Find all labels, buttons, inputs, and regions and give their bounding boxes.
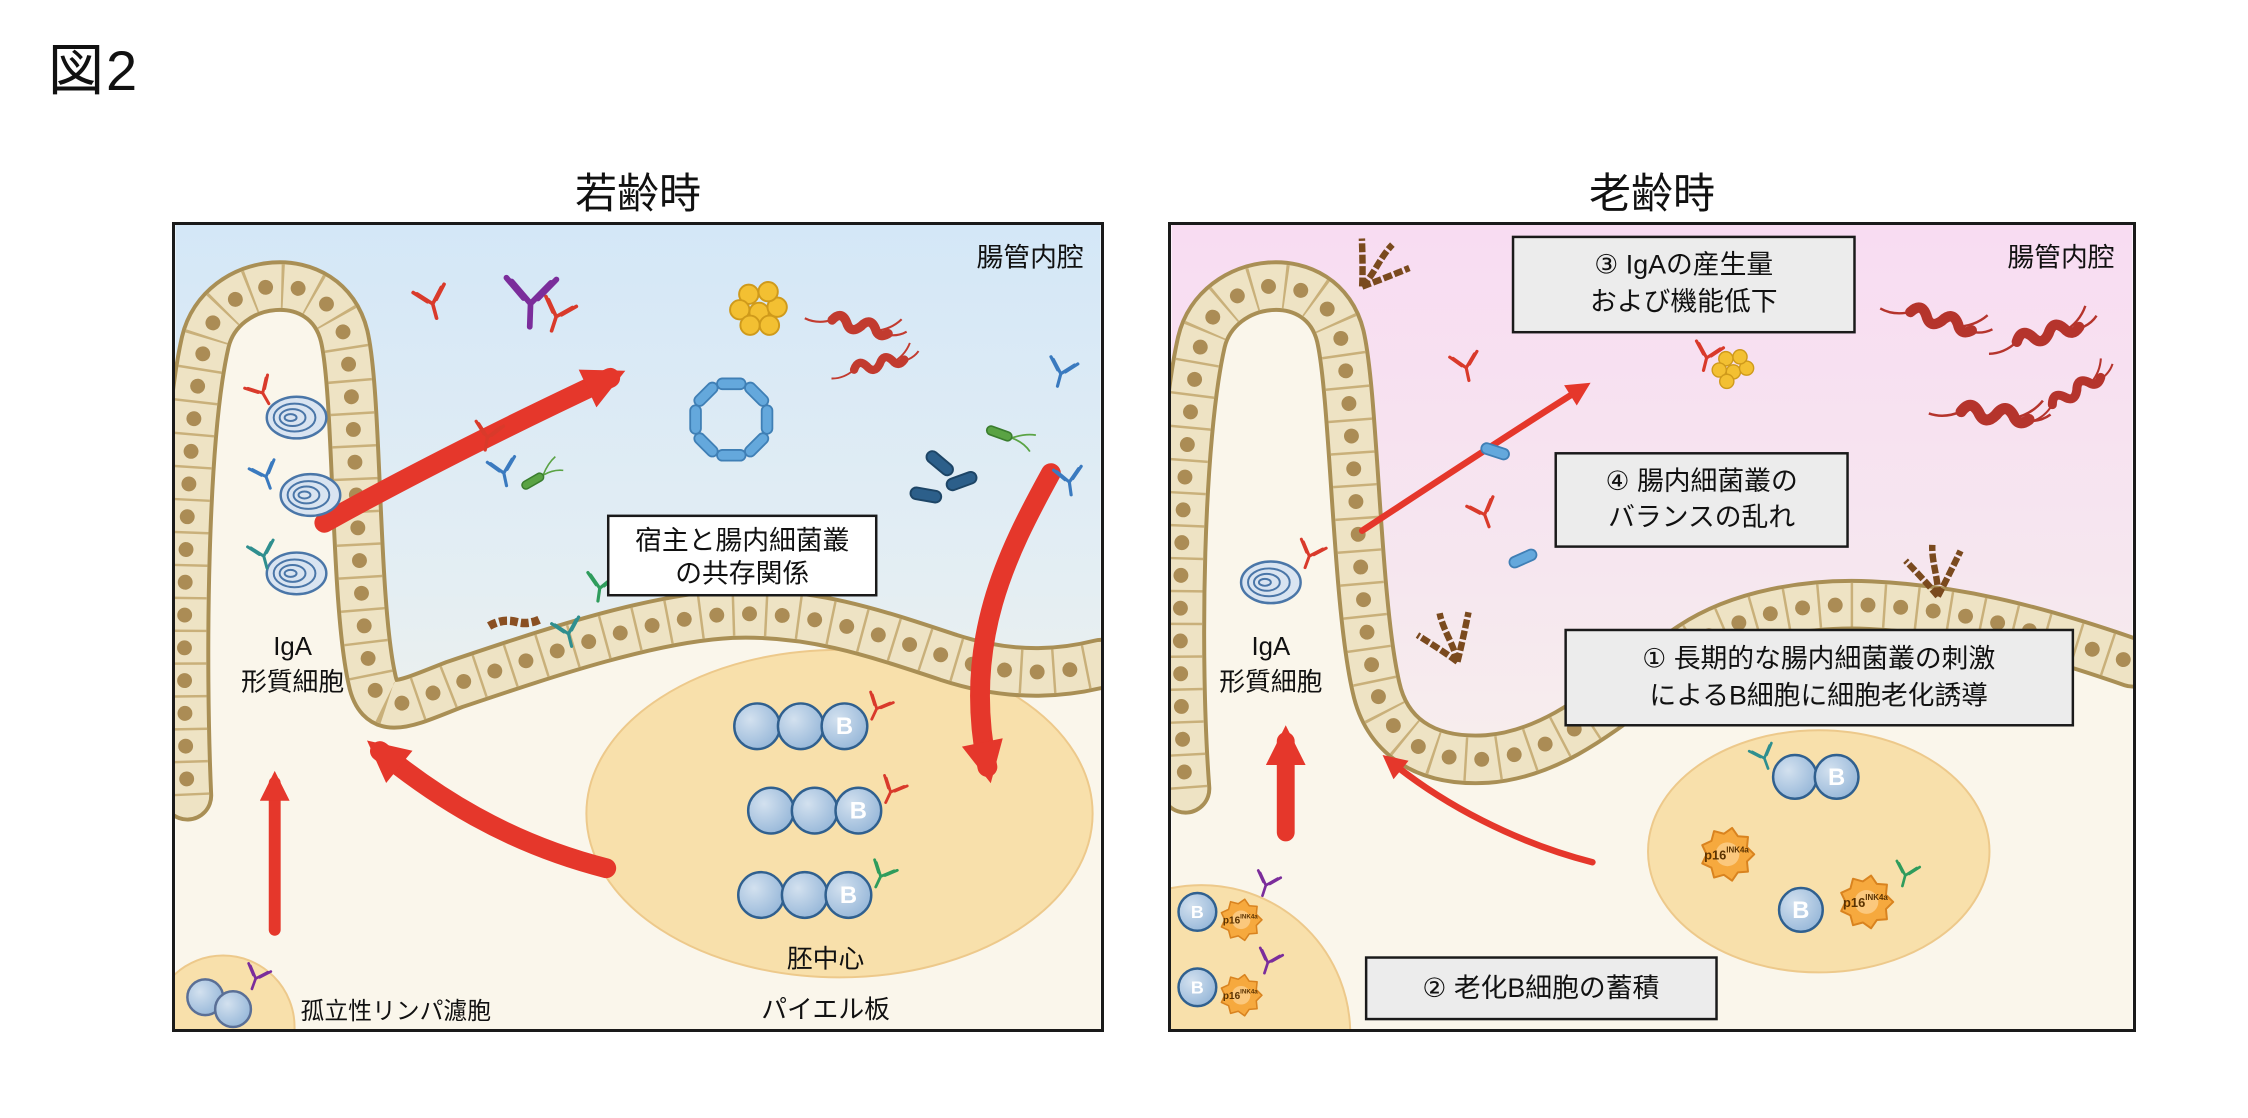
circulation-arrows [259,367,1061,936]
b-cell [776,702,825,751]
peyers-patch-oval [1647,729,1991,974]
plasma-cell [279,472,342,518]
circulation-arrows [1265,382,1596,866]
b-cell-label: B [1191,977,1204,997]
iga-label-line1: IgA [273,633,313,661]
germinal-center-b-cells: B B B [733,690,909,920]
arrow-oval-to-villus-weak [1382,754,1596,866]
isolated-follicle-cells [186,962,273,1029]
coexistence-line2: の共存関係 [675,558,809,588]
senescent-b-cell: p16INK4a [1840,874,1895,930]
step4-box: ④ 腸内細菌叢の バランスの乱れ [1554,452,1849,548]
arrow-iga-to-lumen [314,367,626,533]
coexistence-line1: 宿主と腸内細菌叢 [635,526,849,556]
senescent-b-cell: p16INK4a [1701,826,1756,882]
b-cell [780,870,829,920]
lumen-label: 腸管内腔 [976,243,1083,273]
b-cell-label: B [840,882,857,909]
step1-line2: によるB細胞に細胞老化誘導 [1649,680,1988,710]
arrow-peyers-to-villus [366,740,617,879]
young-panel-canvas: B B B 宿主と腸内細菌 [175,225,1101,1029]
b-cell [1771,753,1819,800]
iga-label-line2: 形質細胞 [1219,668,1322,697]
b-cell-label: B [836,713,853,740]
oval-cells: B p16INK4a B p16INK4a [1701,741,1922,933]
plasma-cell [265,551,328,596]
iga-label-line2: 形質細胞 [241,668,344,697]
epithelium [175,260,1101,822]
figure-label: 図2 [48,39,140,102]
young-panel-title: 若齢時 [574,170,701,217]
step4-line1: ④ 腸内細菌叢の [1606,466,1798,496]
plasma-cell [1239,560,1302,605]
b-cell [733,702,782,751]
b-cell-label: B [1191,902,1204,922]
brown-bacterium-icon [487,615,543,630]
coexistence-box: 宿主と腸内細菌叢 の共存関係 [606,514,878,597]
epithelium [1171,260,2133,815]
lumen-label: 腸管内腔 [2007,243,2114,273]
senescent-b-cell: p16INK4a [1220,898,1263,942]
b-cell-label: B [1792,897,1809,924]
svg-text:p16INK4a: p16INK4a [1223,913,1258,926]
b-cell [1177,967,1218,1008]
arrow-lumen-to-peyers [961,463,1061,784]
germinal-center-label: 胚中心 [787,944,864,973]
aged-panel-canvas: B p16INK4a B p16INK4a B [1171,225,2133,1029]
step2-box: ② 老化B細胞の蓄積 [1364,956,1718,1021]
aged-panel: B p16INK4a B p16INK4a B [1168,222,2136,1032]
step2-line1: ② 老化B細胞の蓄積 [1422,973,1659,1003]
lumen-content [411,278,1087,652]
step3-box: ③ IgAの産生量 および機能低下 [1511,235,1856,334]
svg-text:p16INK4a: p16INK4a [1704,845,1749,862]
senescent-b-cell: p16INK4a [1220,973,1263,1017]
isolated-follicle-label: 孤立性リンパ濾胞 [301,998,492,1025]
peyers-patch-label: パイエル板 [761,995,890,1024]
lymphocyte-cell [213,990,253,1029]
b-cell [746,786,796,835]
b-cell [790,786,839,835]
isolated-follicle-cells: B p16INK4a B p16INK4a [1177,869,1285,1017]
step1-box: ① 長期的な腸内細菌叢の刺激 によるB細胞に細胞老化誘導 [1564,628,2075,727]
svg-text:p16INK4a: p16INK4a [1843,893,1888,910]
arrow-iga-to-lumen-weak [1358,382,1591,534]
step4-line2: バランスの乱れ [1608,502,1795,532]
b-cell-label: B [850,798,867,825]
step3-line1: ③ IgAの産生量 [1594,250,1773,280]
plasma-cell [265,395,328,440]
iga-label-line1: IgA [1251,633,1291,661]
b-cell [737,870,786,920]
aged-panel-title: 老齢時 [1588,170,1715,217]
b-cell-label: B [1828,764,1845,791]
svg-text:p16INK4a: p16INK4a [1223,989,1258,1002]
young-panel: B B B 宿主と腸内細菌 [172,222,1104,1032]
step3-line2: および機能低下 [1590,286,1778,316]
step1-line1: ① 長期的な腸内細菌叢の刺激 [1642,644,1995,674]
b-cell [1177,891,1218,932]
